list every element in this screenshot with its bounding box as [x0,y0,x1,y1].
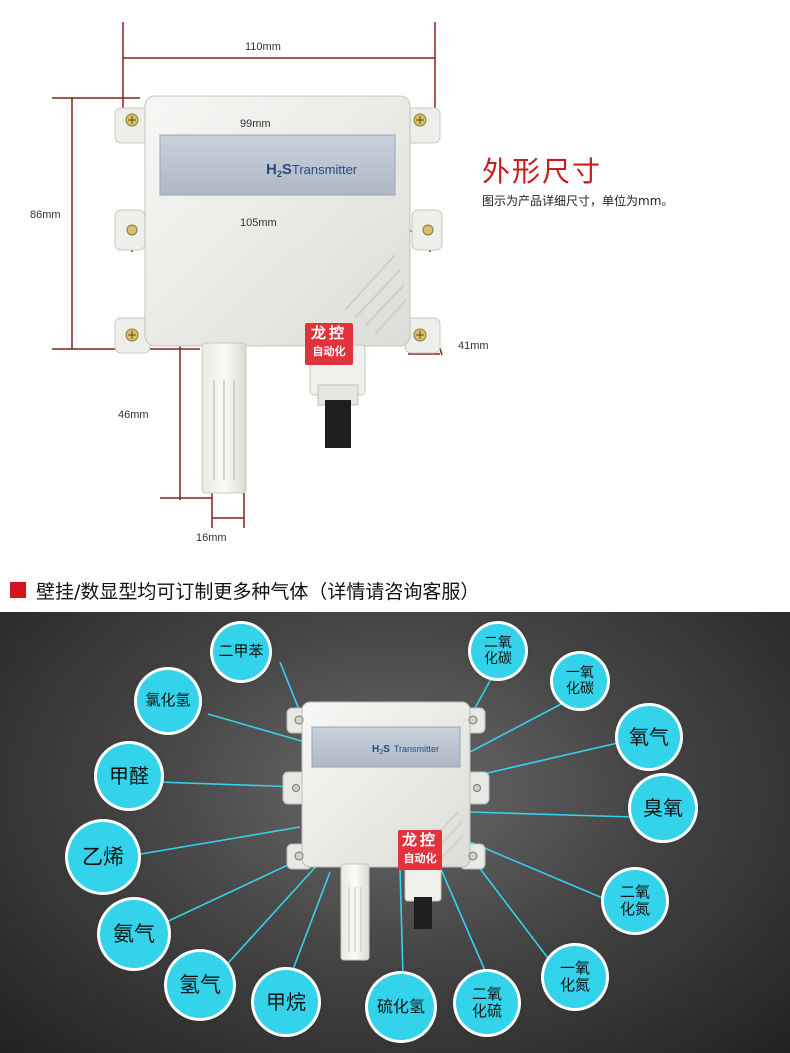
gas-label: 臭氧 [643,795,683,820]
brand-logo: 龙控 自动化 [305,323,353,365]
dim-height: 86mm [30,209,61,221]
dim-depth: 41mm [458,340,489,352]
gas-bubble-h2: 氢气 [167,952,233,1018]
gas-label: 甲醛 [109,763,149,788]
device-label: H2STransmitter [266,161,358,179]
gas-bubble-o2: 氧气 [618,706,680,768]
banner-text: 壁挂/数显型均可订制更多种气体（详情请咨询客服） [36,581,480,603]
gas-bubble-co2: 二氧 化碳 [471,624,525,678]
gas-label: 二氧 化氮 [619,882,650,918]
logo-line-2: 自动化 [312,345,346,358]
gas-label: 乙烯 [82,844,124,869]
gas-bubble-nh3: 氨气 [100,900,168,968]
gas-bubble-co: 一氧 化碳 [553,654,607,708]
gas-bubble-xylene: 二甲苯 [213,624,269,680]
gas-label: 二氧 化碳 [484,634,512,667]
gas-label: 氢气 [179,972,221,997]
custom-gas-banner: 壁挂/数显型均可订制更多种气体（详情请咨询客服） [0,574,790,606]
gas-bubble-formaldehyde: 甲醛 [97,744,161,808]
gas-label: 氯化氢 [145,691,191,710]
connector-lines [134,661,634,983]
gas-label: 二氧 化硫 [471,984,502,1020]
dim-width-total: 110mm [245,41,281,53]
gas-bubble-ch4: 甲烷 [254,970,318,1034]
gas-bubble-so2: 二氧 化硫 [456,972,518,1034]
logo-line-1: 龙控 [401,831,438,849]
dim-probe-width: 16mm [196,532,227,544]
banner-marker-icon [10,582,26,598]
gas-bubble-ethylene: 乙烯 [68,822,138,892]
gas-bubble-no2: 二氧 化氮 [604,870,666,932]
gas-bubble-hcl: 氯化氢 [137,670,199,732]
gas-label: 氨气 [113,921,155,946]
section-subtitle: 图示为产品详细尺寸，单位为mm。 [482,194,674,208]
dim-width-mount: 105mm [240,217,277,229]
gas-label: 一氧 化氮 [559,958,590,994]
section-title: 外形尺寸 [482,155,603,188]
brand-logo-small: 龙控 自动化 [398,830,442,870]
gas-label: 一氧 化碳 [566,664,594,697]
gas-bubble-no: 一氧 化氮 [544,946,606,1008]
gas-label: 二甲苯 [218,642,264,661]
gas-label: 氧气 [629,724,669,749]
logo-line-1: 龙控 [310,324,347,342]
transmitter-device: H2STransmitter [114,95,443,494]
gas-label: 甲烷 [266,989,306,1014]
dimension-drawing: H2STransmitter [30,22,674,544]
dim-probe-length: 46mm [118,409,149,421]
dim-width-inner: 99mm [240,118,271,130]
gas-bubble-h2s: 硫化氢 [368,974,434,1040]
gas-label: 硫化氢 [376,996,425,1016]
dimension-svg: H2STransmitter [30,22,489,544]
gas-bubble-o3: 臭氧 [631,776,695,840]
logo-line-2: 自动化 [403,852,437,865]
